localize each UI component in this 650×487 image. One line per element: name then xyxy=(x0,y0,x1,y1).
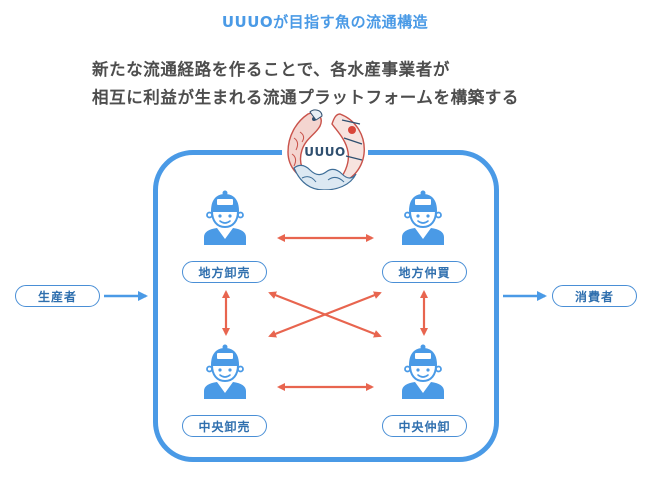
node-central-broker: 中央仲卸 xyxy=(382,415,467,437)
logo-text: UUUO xyxy=(304,145,345,159)
node-producer: 生産者 xyxy=(15,285,100,307)
fish-circle-logo-icon: UUUO xyxy=(287,109,365,190)
node-central-wholesaler: 中央卸売 xyxy=(182,415,267,437)
node-regional-broker: 地方仲買 xyxy=(382,261,467,283)
subtitle-line-1: 新たな流通経路を作ることで、各水産事業者が xyxy=(92,60,450,79)
subtitle-line-2: 相互に利益が生まれる流通プラットフォームを構築する xyxy=(92,88,520,107)
node-regional-wholesaler: 地方卸売 xyxy=(182,261,267,283)
diagram-title: UUUOが目指す魚の流通構造 xyxy=(221,13,429,31)
node-consumer: 消費者 xyxy=(552,285,637,307)
arrow-regional-broker-central-wholesaler xyxy=(268,291,382,338)
